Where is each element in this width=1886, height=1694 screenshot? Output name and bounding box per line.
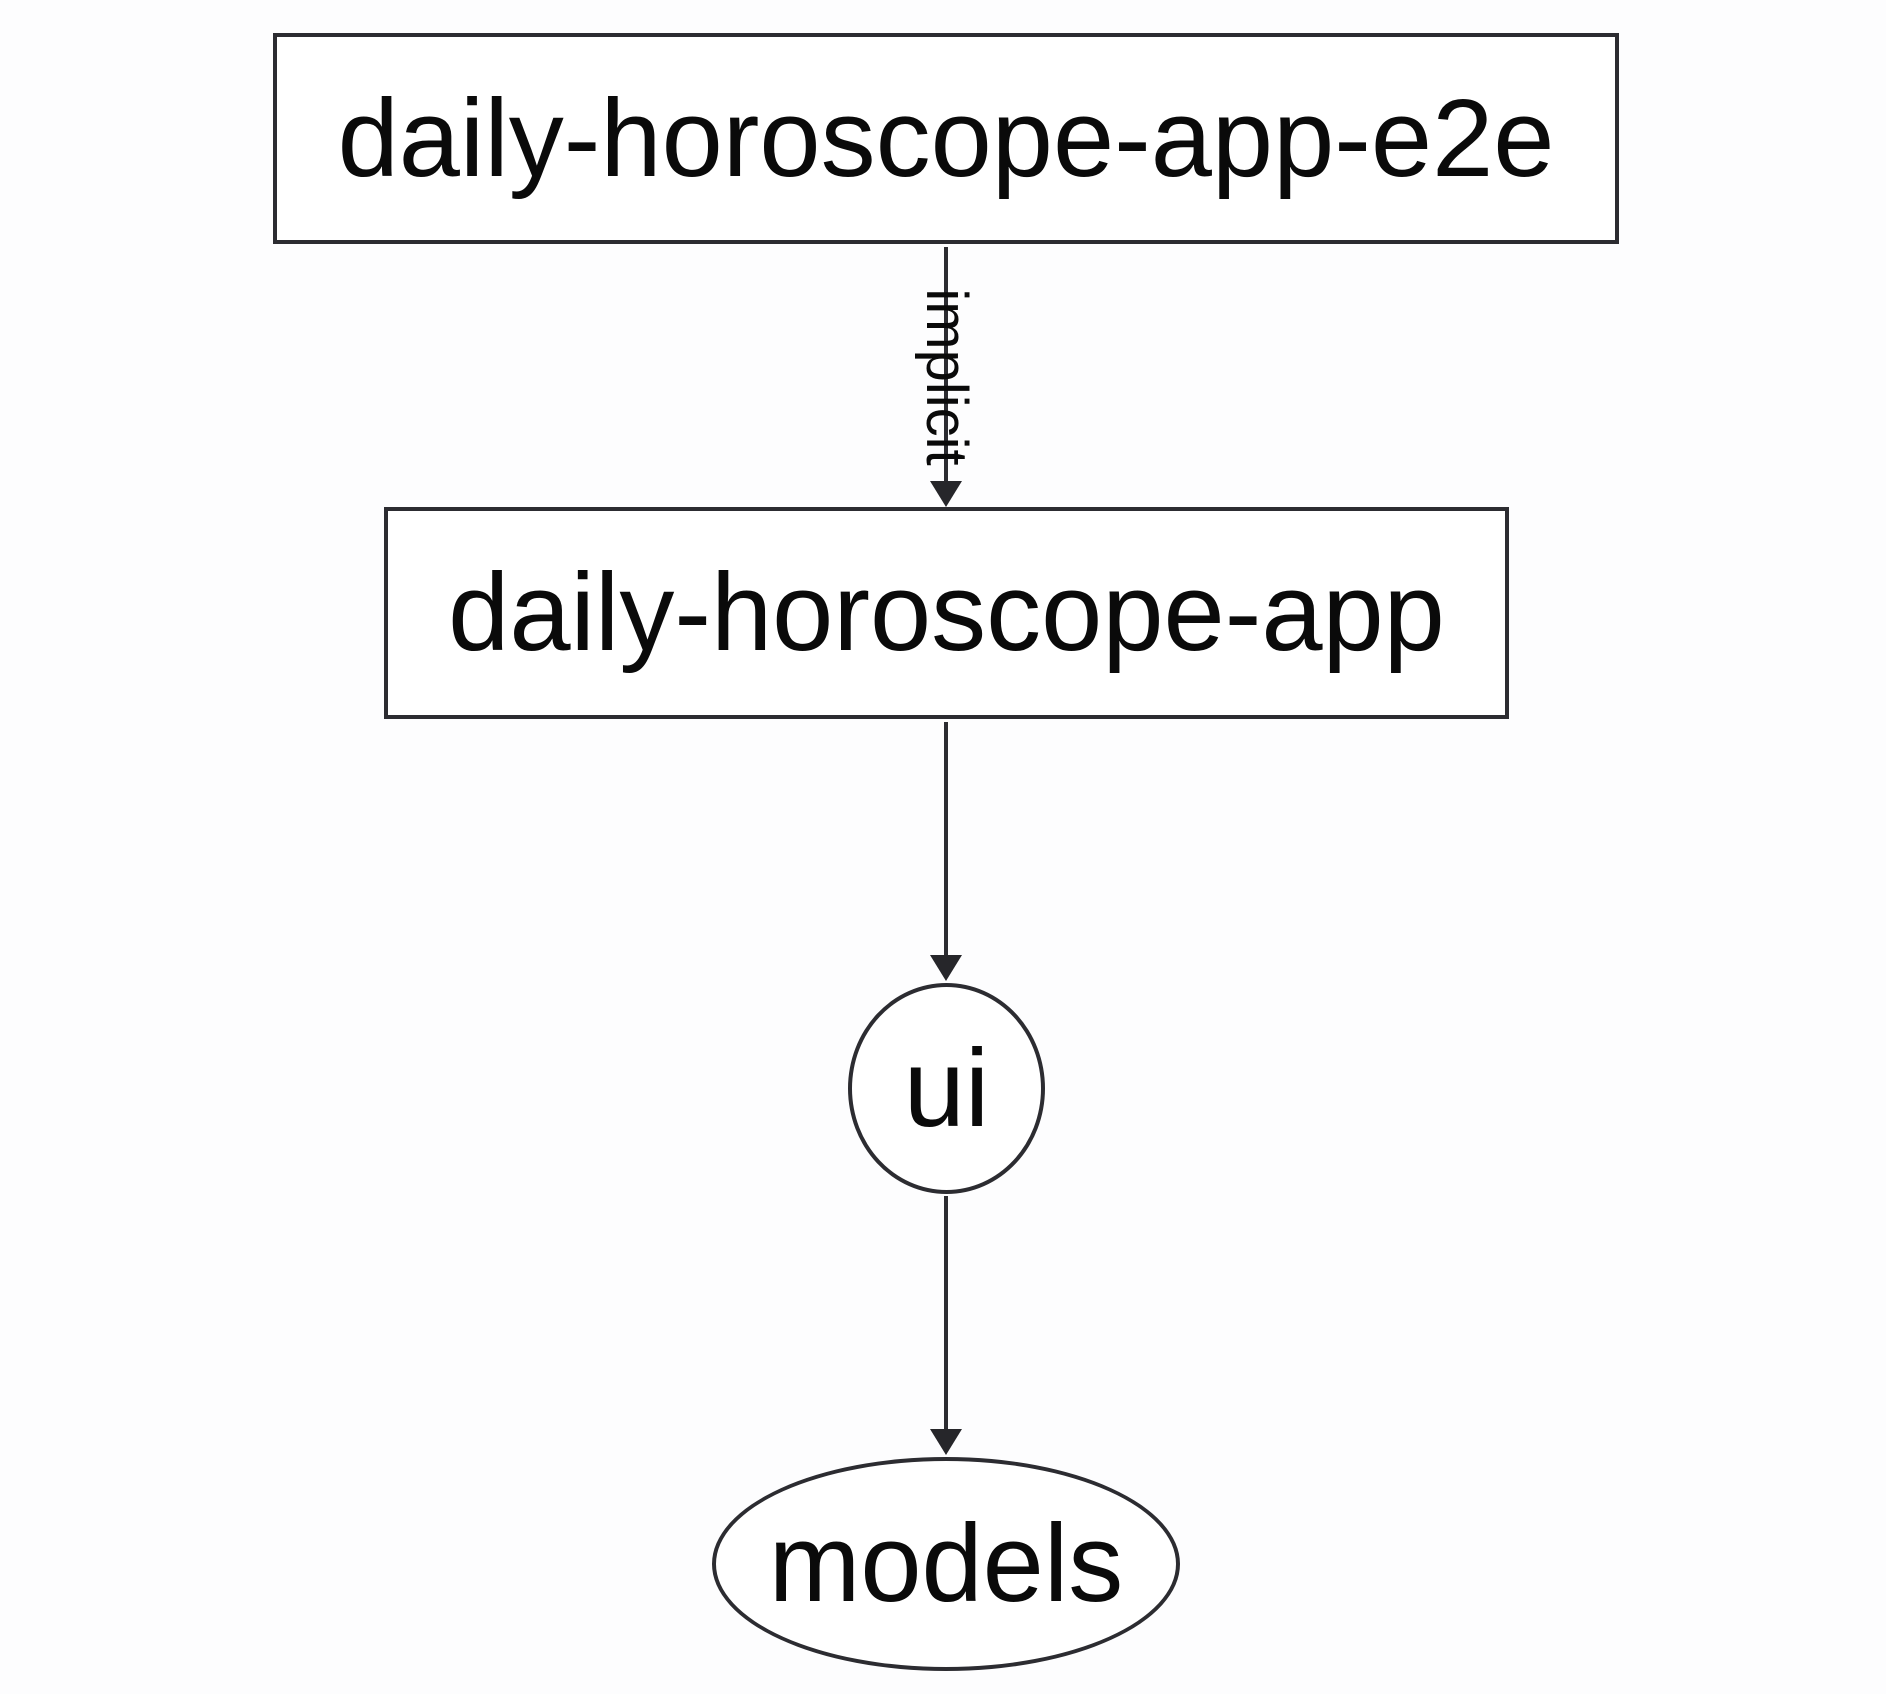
edge-e2e-to-app-line <box>944 247 948 483</box>
edge-implicit-label: implicit <box>914 288 979 466</box>
node-label: models <box>768 1502 1124 1625</box>
edge-ui-to-models-arrowhead <box>930 1429 962 1455</box>
node-models: models <box>712 1457 1180 1671</box>
edge-ui-to-models-line <box>944 1196 948 1430</box>
node-label: daily-horoscope-app-e2e <box>337 76 1555 200</box>
edge-app-to-ui-line <box>944 722 948 957</box>
node-daily-horoscope-app: daily-horoscope-app <box>384 507 1509 719</box>
node-daily-horoscope-app-e2e: daily-horoscope-app-e2e <box>273 33 1619 244</box>
node-label: daily-horoscope-app <box>448 551 1445 674</box>
node-ui: ui <box>848 983 1045 1194</box>
edge-e2e-to-app-arrowhead <box>930 481 962 507</box>
node-label: ui <box>903 1026 990 1150</box>
edge-app-to-ui-arrowhead <box>930 955 962 981</box>
